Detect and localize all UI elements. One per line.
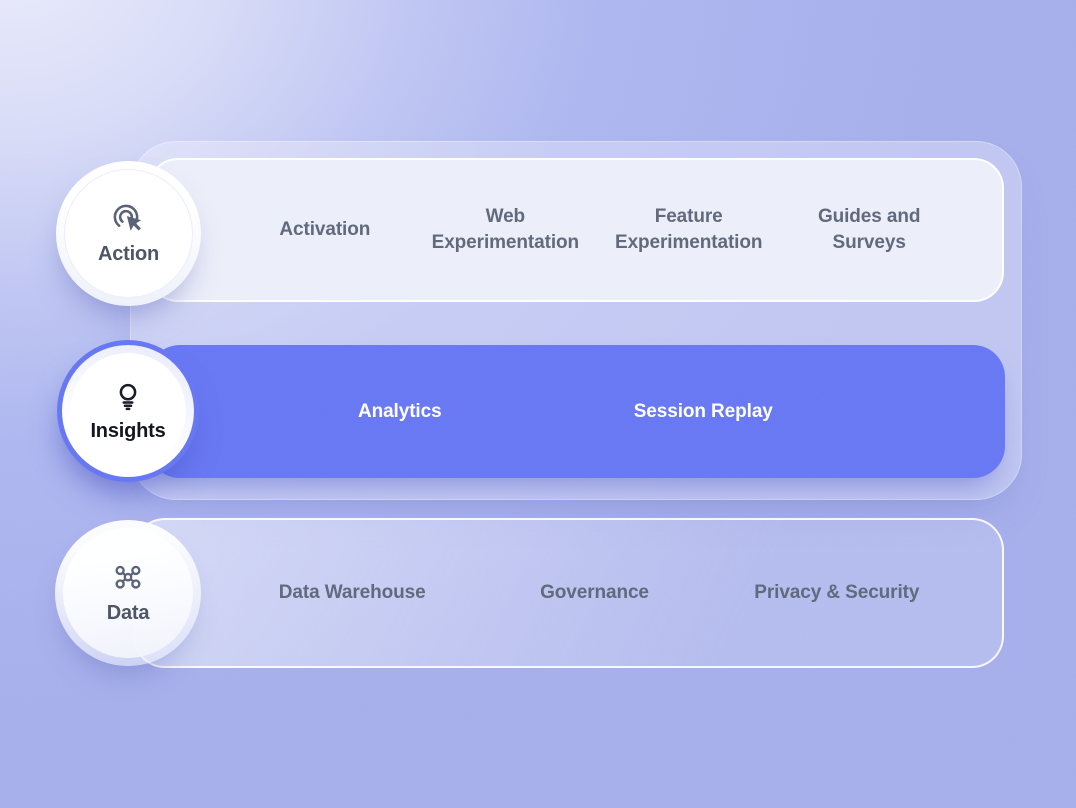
- insights-node[interactable]: Insights: [57, 340, 199, 482]
- bar-item-session-replay[interactable]: Session Replay: [633, 400, 773, 422]
- insights-node-label: Insights: [90, 420, 166, 442]
- action-node-core: Action: [64, 169, 193, 298]
- cursor-click-icon: [111, 202, 147, 238]
- bar-item-data-warehouse[interactable]: Data Warehouse: [278, 582, 426, 604]
- bar-item-web-experimentation[interactable]: Web Experimentation: [431, 206, 580, 253]
- bar-item-privacy-security[interactable]: Privacy & Security: [754, 582, 920, 604]
- bar-item-activation[interactable]: Activation: [279, 219, 371, 241]
- lightbulb-icon: [111, 379, 145, 415]
- data-node[interactable]: Data: [55, 520, 201, 666]
- insights-node-core: Insights: [70, 353, 186, 469]
- bar-item-feature-experimentation[interactable]: Feature Experimentation: [615, 206, 763, 253]
- data-bar: Data Warehouse Governance Privacy & Secu…: [133, 518, 1004, 668]
- network-nodes-icon: [110, 561, 146, 597]
- bar-item-analytics[interactable]: Analytics: [357, 400, 442, 422]
- insights-bar-items: Analytics Session Replay: [148, 345, 1005, 478]
- action-bar: Activation Web Experimentation Feature E…: [148, 158, 1004, 302]
- bar-item-guides-and-surveys[interactable]: Guides and Surveys: [817, 206, 921, 253]
- bar-item-governance[interactable]: Governance: [540, 582, 649, 604]
- action-bar-items: Activation Web Experimentation Feature E…: [150, 160, 1002, 300]
- data-node-label: Data: [106, 602, 150, 624]
- action-node-label: Action: [97, 242, 160, 265]
- insights-bar: Analytics Session Replay: [148, 345, 1005, 478]
- action-node[interactable]: Action: [56, 161, 201, 306]
- data-bar-items: Data Warehouse Governance Privacy & Secu…: [135, 520, 1002, 666]
- data-node-core: Data: [63, 528, 193, 658]
